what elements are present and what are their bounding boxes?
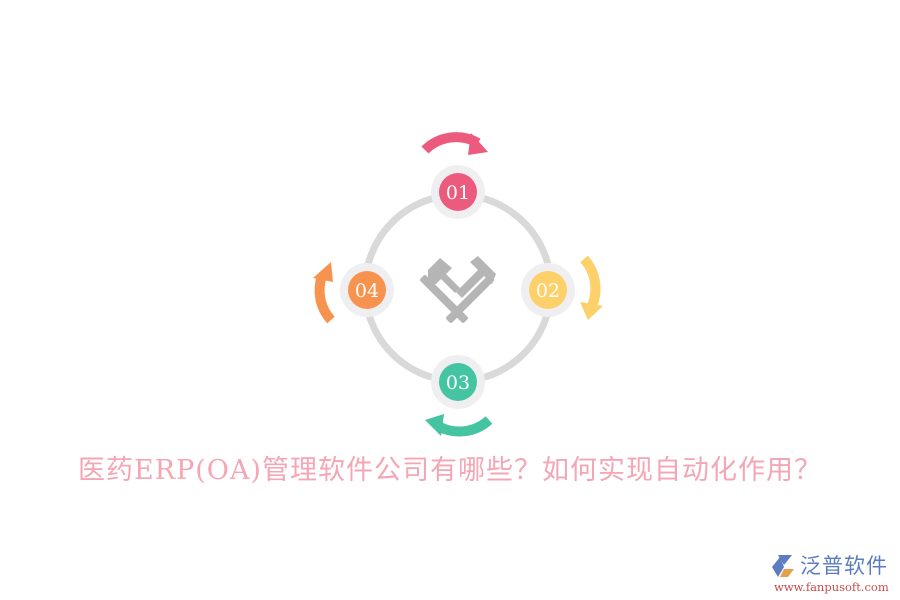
page-title: 医药ERP(OA)管理软件公司有哪些？如何实现自动化作用？ [78, 455, 822, 486]
node-04-label: 04 [355, 280, 379, 302]
node-02-label: 02 [536, 280, 560, 302]
arrow-04-icon [313, 262, 335, 324]
node-04: 04 [340, 263, 394, 317]
logo-name: 泛普软件 [800, 554, 888, 578]
arrow-02-icon [580, 255, 603, 320]
crossed-hammers-icon [420, 256, 496, 323]
node-03-label: 03 [446, 372, 470, 394]
node-01-label: 01 [446, 182, 470, 204]
node-02: 02 [521, 263, 575, 317]
fanpu-logo-icon [772, 555, 794, 577]
arrow-03-icon [425, 414, 493, 437]
node-01: 01 [431, 165, 485, 219]
node-03: 03 [431, 355, 485, 409]
arrow-01-icon [421, 132, 488, 155]
brand-logo: 泛普软件 www.fanpusoft.com [770, 550, 895, 598]
logo-url: www.fanpusoft.com [774, 580, 889, 594]
